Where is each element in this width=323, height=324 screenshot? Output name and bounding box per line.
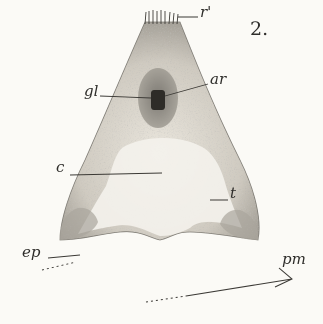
label-gl: gl (84, 84, 98, 99)
label-ar: ar (210, 72, 226, 87)
arrow-pm (146, 268, 292, 302)
gland-gl (151, 90, 165, 110)
label-r-prime: r' (200, 5, 211, 20)
label-ep: ep (22, 245, 40, 260)
label-t: t (230, 186, 236, 201)
figure-number: 2. (250, 20, 268, 39)
label-c: c (56, 160, 64, 175)
label-pm: pm (282, 252, 306, 267)
